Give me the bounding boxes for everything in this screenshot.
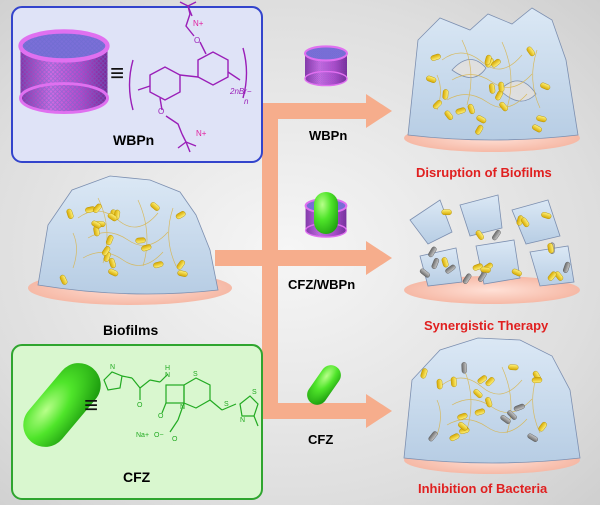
cfz-carbonyl-o: O (137, 402, 143, 409)
bacteria-icon (498, 81, 505, 93)
bacteria-icon (441, 209, 452, 216)
bacteria-icon (442, 88, 449, 100)
path-middle-label: CFZ/WBPn (288, 277, 356, 292)
bacteria-icon (450, 376, 458, 388)
cfz-ring-n: N (180, 404, 186, 411)
outcome-top-biofilm-icon (404, 7, 580, 152)
wbpn-panel-label: WBPn (113, 132, 155, 148)
path-bottom-drug-icon (307, 365, 341, 405)
arrow-paths (215, 94, 392, 428)
path-middle-complex-icon (304, 192, 348, 239)
bacteria-icon (436, 378, 443, 390)
bacteria-icon (491, 228, 502, 242)
bacteria-icon (531, 376, 543, 384)
biofilm-icon (28, 175, 232, 305)
cfz-thioether-s: S (224, 401, 229, 408)
drug-capsule-icon (23, 363, 101, 447)
outcome-middle-biofilm-icon (404, 194, 580, 304)
path-bottom-label: CFZ (308, 432, 334, 447)
wbpn-charge-top: N+ (193, 19, 204, 28)
bacteria-icon (480, 266, 492, 274)
outcome-bottom-biofilm-icon (403, 337, 581, 474)
bacteria-icon (135, 237, 147, 244)
biofilms-label: Biofilms (103, 322, 159, 338)
macrocycle-ring-icon (20, 31, 107, 112)
wbpn-structure-drawing (128, 1, 248, 153)
wbpn-oxygen-bottom: O (158, 107, 165, 116)
cfz-panel-label: CFZ (123, 469, 151, 485)
outcome-middle-label: Synergistic Therapy (424, 318, 549, 333)
wbpn-oxygen-top: O (194, 36, 201, 45)
cfz-tetrazole-n: N (110, 364, 116, 371)
cfz-counter-cation: Na+ (136, 432, 150, 439)
wbpn-equals-sign: ≡ (110, 60, 125, 87)
cfz-carboxylate: O− (154, 432, 164, 439)
cfz-lactam-o: O (158, 413, 164, 420)
wbpn-repeat-n: n (244, 97, 249, 106)
cfz-ring-s: S (193, 371, 198, 378)
path-top-label: WBPn (309, 128, 348, 143)
path-top-ring-icon (303, 45, 349, 87)
wbpn-charge-bottom: N+ (196, 129, 207, 138)
cfz-amide-n: N (165, 372, 171, 379)
outcome-bottom-label: Inhibition of Bacteria (418, 481, 548, 496)
outcome-top-label: Disruption of Biofilms (416, 165, 552, 180)
cfz-structure-drawing (103, 371, 259, 433)
bacteria-icon (461, 361, 468, 374)
wbpn-counterion: 2nBr− (230, 87, 252, 96)
cfz-thiadiazole-s: S (252, 389, 257, 396)
cfz-amide-h: H (165, 365, 171, 372)
cfz-thiadiazole-n: N (240, 417, 246, 424)
cfz-carboxyl-o: O (172, 436, 178, 443)
cfz-equals-sign: ≡ (84, 392, 99, 419)
bacteria-icon (507, 364, 519, 371)
